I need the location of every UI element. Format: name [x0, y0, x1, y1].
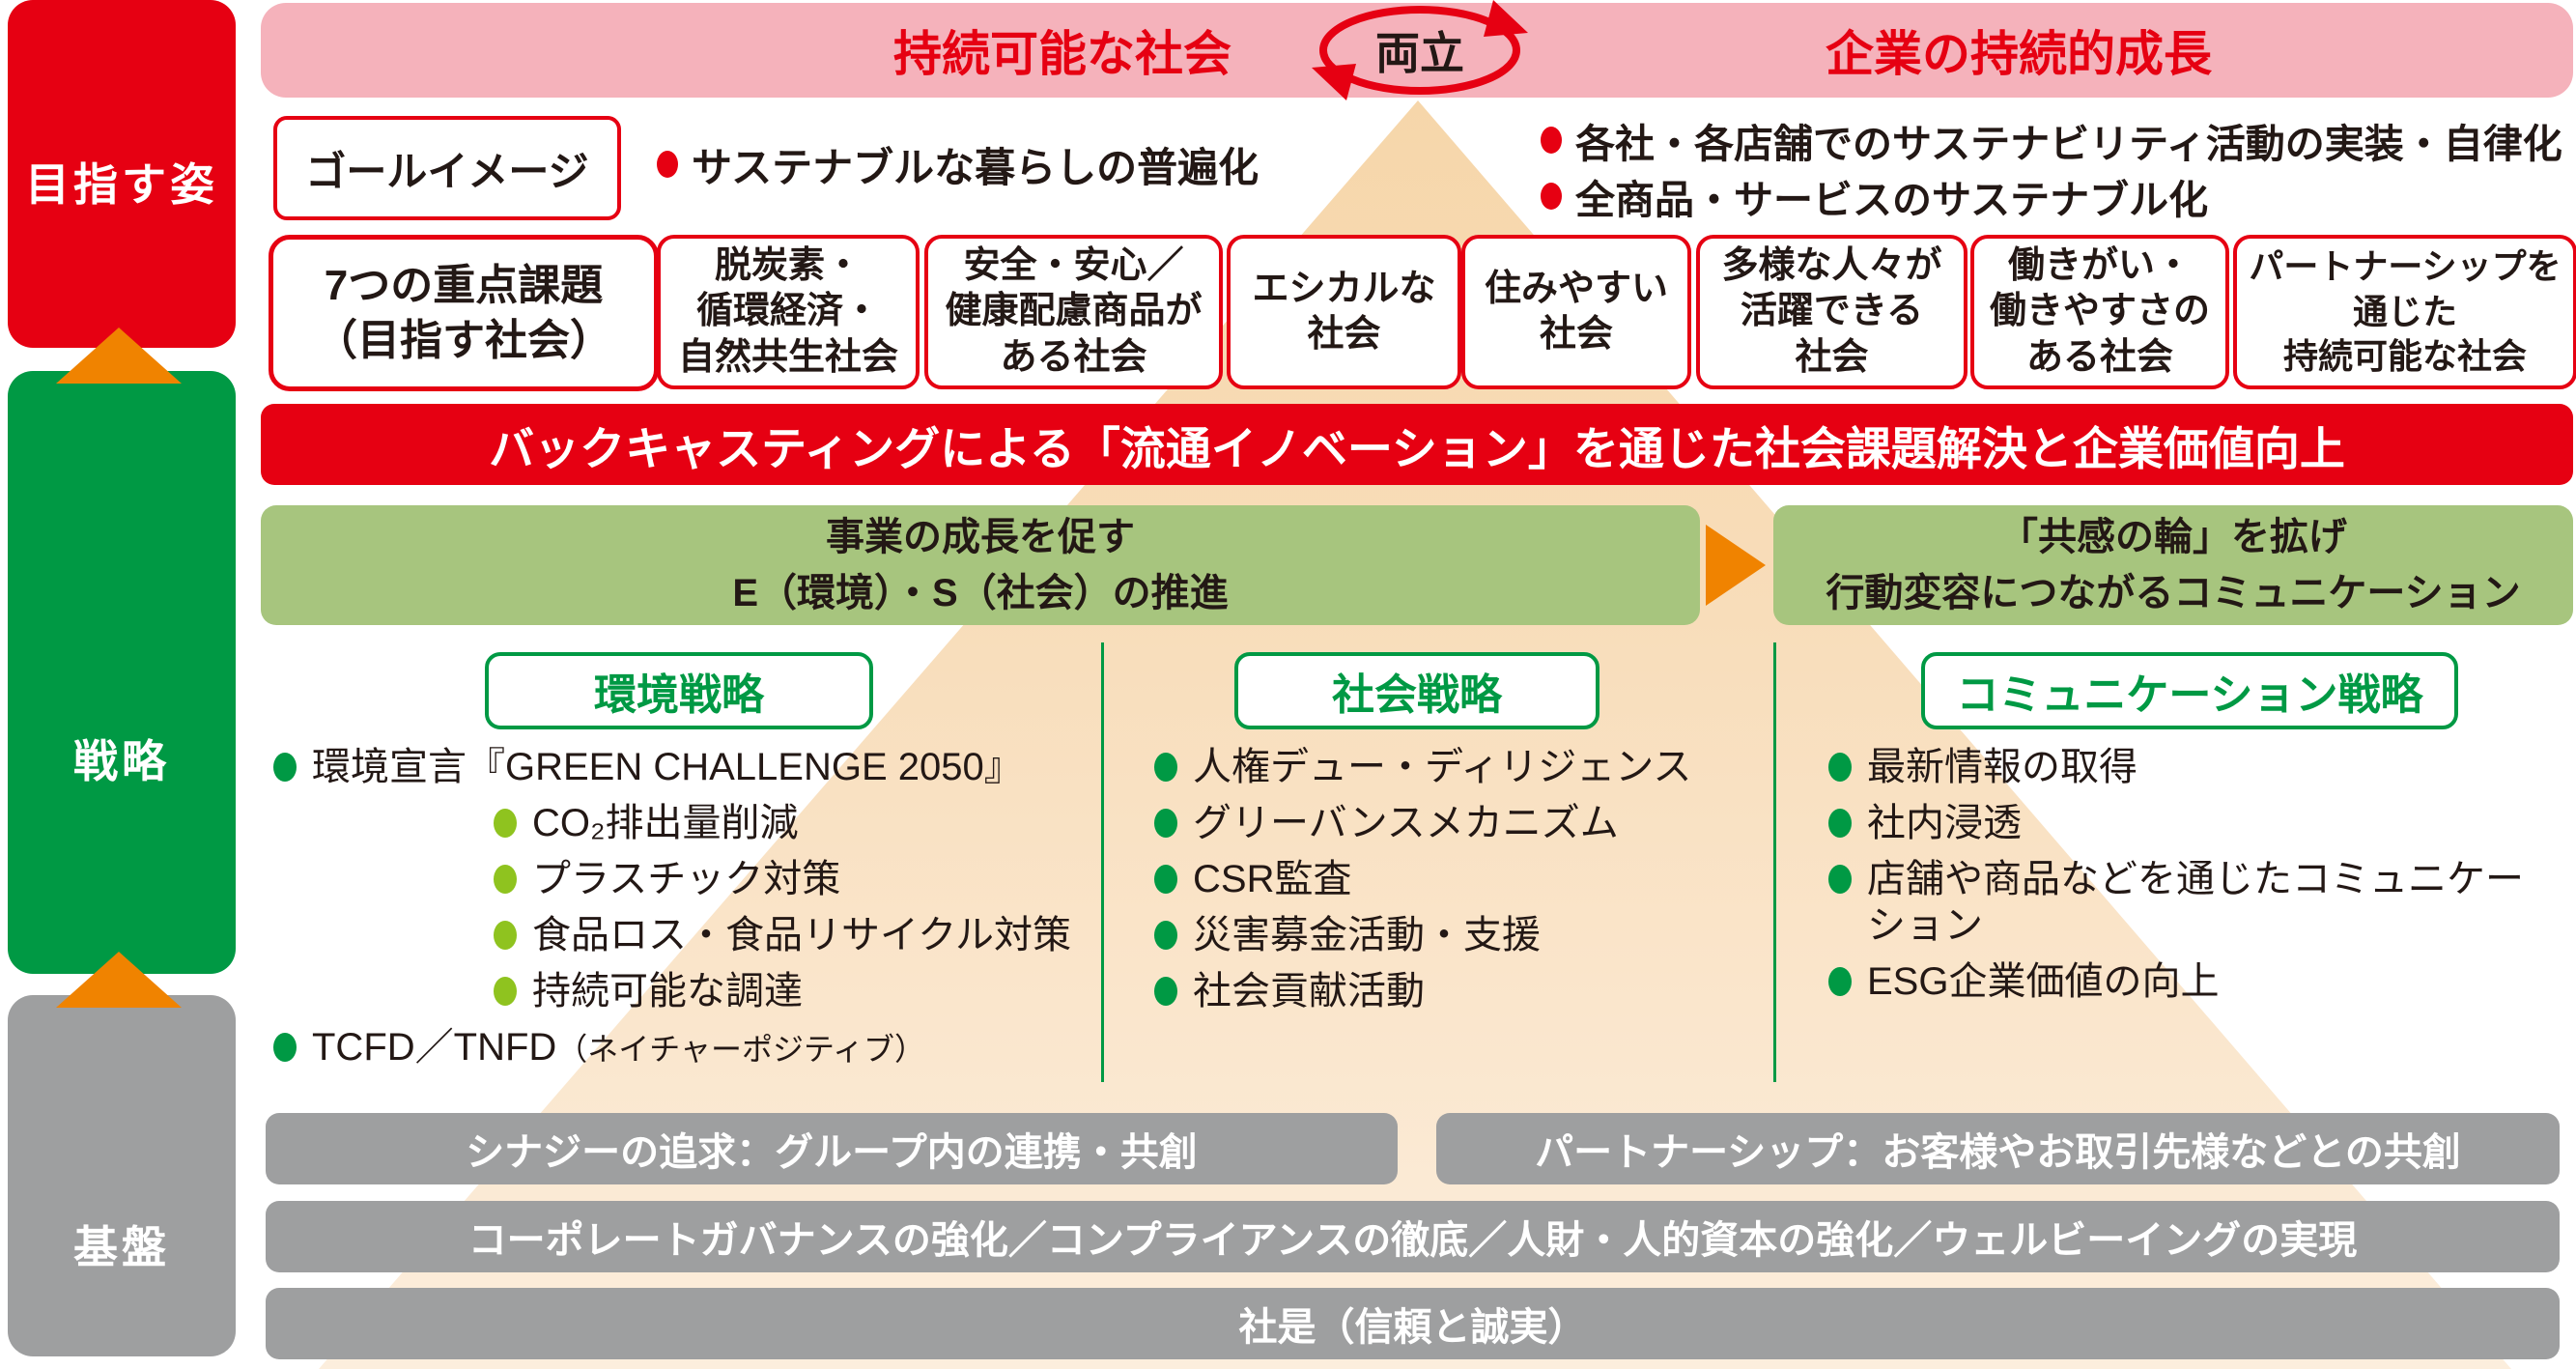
- bullet-icon: [494, 809, 517, 838]
- list-item-text: 持続可能な調達: [532, 970, 803, 1012]
- list-item: CO₂排出量削減: [494, 800, 1114, 846]
- sidebar-strategy-label: 戦略: [73, 736, 170, 786]
- sidebar-strategy-block: 戦略: [8, 371, 236, 974]
- list-item: 店舗や商品などを通じたコミュニケーション: [1828, 856, 2561, 949]
- list-item: CSR監査: [1154, 856, 1772, 902]
- bullet-icon: [657, 151, 678, 178]
- topic-box: 働きがい・ 働きやすさの ある社会: [1970, 235, 2229, 389]
- list-item-text: 社会貢献活動: [1193, 970, 1425, 1012]
- list-item: 社内浸透: [1828, 800, 2561, 846]
- environment-strategy-list: 環境宣言『GREEN CHALLENGE 2050』 CO₂排出量削減 プラスチ…: [273, 744, 1114, 1082]
- bullet-icon: [1828, 865, 1852, 894]
- topic-box: エシカルな 社会: [1227, 235, 1461, 389]
- bullet-icon: [1828, 753, 1852, 782]
- social-strategy-label: 社会戦略: [1234, 652, 1599, 729]
- list-item: グリーバンスメカニズム: [1154, 800, 1772, 846]
- goal-right-bullet-text: 各社・各店舗でのサステナビリティ活動の実装・自律化: [1575, 122, 2562, 166]
- list-item-note: （ネイチャーポジティブ）: [556, 1032, 926, 1067]
- bullet-icon: [1154, 865, 1177, 894]
- topic-box: 安全・安心／ 健康配慮商品が ある社会: [924, 235, 1223, 389]
- bullet-icon: [494, 865, 517, 894]
- goal-right-bullet-row: 各社・各店舗でのサステナビリティ活動の実装・自律化: [1541, 114, 2562, 166]
- social-strategy-list: 人権デュー・ディリジェンス グリーバンスメカニズム CSR監査 災害募金活動・支…: [1154, 744, 1772, 1024]
- coexistence-label: 両立: [1375, 28, 1464, 78]
- sidebar-goal-label: 目指す姿: [25, 159, 218, 210]
- bullet-icon: [494, 921, 517, 950]
- bullet-icon: [1541, 127, 1562, 154]
- list-item: プラスチック対策: [494, 856, 1114, 902]
- cycle-arrows-icon: [1312, 0, 1528, 100]
- list-item-main: TCFD／TNFD: [312, 1026, 557, 1069]
- list-item-text: 災害募金活動・支援: [1193, 914, 1541, 956]
- list-item-text: 環境宣言『GREEN CHALLENGE 2050』: [312, 746, 1023, 788]
- topic-box: パートナーシップを 通じた 持続可能な社会: [2233, 235, 2576, 389]
- bullet-icon: [494, 977, 517, 1006]
- list-item-text: 社内浸透: [1867, 802, 2022, 844]
- sidebar-foundation-label: 基盤: [73, 1222, 170, 1272]
- sustainable-society-label: 持続可能な社会: [893, 27, 1231, 81]
- es-promotion-banner: 事業の成長を促す E（環境）・S（社会）の推進: [261, 505, 1700, 625]
- column-divider: [1773, 642, 1776, 1082]
- synergy-bar: シナジーの追求：グループ内の連携・共創: [266, 1113, 1398, 1184]
- list-item-text: 店舗や商品などを通じたコミュニケーション: [1867, 858, 2524, 947]
- communication-strategy-label: コミュニケーション戦略: [1921, 652, 2458, 729]
- sidebar-foundation-block: 基盤: [8, 995, 236, 1356]
- list-item: 持続可能な調達: [494, 968, 1114, 1014]
- list-item: 人権デュー・ディリジェンス: [1154, 744, 1772, 790]
- list-item-text: グリーバンスメカニズム: [1193, 802, 1619, 844]
- goal-right-bullet-text: 全商品・サービスのサステナブル化: [1575, 178, 2209, 222]
- bullet-icon: [1154, 921, 1177, 950]
- header-bar: 持続可能な社会 企業の持続的成長: [261, 3, 2573, 98]
- list-item-text: ESG企業価値の向上: [1867, 960, 2220, 1003]
- topic-box: 多様な人々が 活躍できる 社会: [1696, 235, 1967, 389]
- list-item-text: 人権デュー・ディリジェンス: [1193, 746, 1692, 788]
- bullet-icon: [1154, 753, 1177, 782]
- governance-bar: コーポレートガバナンスの強化／コンプライアンスの徹底／人財・人的資本の強化／ウェ…: [266, 1201, 2560, 1272]
- bullet-icon: [1541, 183, 1562, 210]
- goal-bullet-row: サステナブルな暮らしの普遍化: [657, 116, 1259, 213]
- goal-right-bullets: 各社・各店舗でのサステナビリティ活動の実装・自律化 全商品・サービスのサステナブ…: [1541, 114, 2562, 222]
- list-item-text: CSR監査: [1193, 858, 1352, 900]
- bullet-icon: [273, 1033, 297, 1062]
- topic-box: 住みやすい 社会: [1461, 235, 1691, 389]
- topic-box: 脱炭素・ 循環経済・ 自然共生社会: [657, 235, 920, 389]
- list-item: 食品ロス・食品リサイクル対策: [494, 912, 1114, 958]
- bullet-icon: [1154, 977, 1177, 1006]
- list-item-text: 最新情報の取得: [1867, 746, 2137, 788]
- list-item: 社会貢献活動: [1154, 968, 1772, 1014]
- goal-bullet-text: サステナブルな暮らしの普遍化: [692, 144, 1260, 190]
- list-item: 最新情報の取得: [1828, 744, 2561, 790]
- list-item: TCFD／TNFD（ネイチャーポジティブ）: [273, 1024, 1114, 1072]
- environment-strategy-label: 環境戦略: [485, 652, 873, 729]
- goal-image-box: ゴールイメージ: [273, 116, 621, 220]
- sidebar-goal-block: 目指す姿: [8, 0, 236, 348]
- list-item-text: TCFD／TNFD（ネイチャーポジティブ）: [312, 1024, 925, 1072]
- column-divider: [1101, 642, 1104, 1082]
- goal-right-bullet-row: 全商品・サービスのサステナブル化: [1541, 170, 2562, 222]
- backcasting-banner: バックキャスティングによる「流通イノベーション」を通じた社会課題解決と企業価値向…: [261, 404, 2573, 485]
- partnership-bar: パートナーシップ：お客様やお取引先様などとの共創: [1436, 1113, 2560, 1184]
- communication-banner: 「共感の輪」を拡げ 行動変容につながるコミュニケーション: [1773, 505, 2573, 625]
- list-item: 災害募金活動・支援: [1154, 912, 1772, 958]
- list-item-text: 食品ロス・食品リサイクル対策: [532, 914, 1071, 956]
- list-item-text: プラスチック対策: [532, 858, 841, 900]
- bullet-icon: [1828, 967, 1852, 996]
- communication-strategy-list: 最新情報の取得 社内浸透 店舗や商品などを通じたコミュニケーション ESG企業価…: [1828, 744, 2561, 1014]
- priority-title-box: 7つの重点課題 （目指す社会）: [269, 235, 659, 391]
- bullet-icon: [1154, 809, 1177, 838]
- bullet-icon: [1828, 809, 1852, 838]
- list-item-text: CO₂排出量削減: [532, 802, 799, 844]
- corporate-growth-label: 企業の持続的成長: [1826, 27, 2212, 81]
- list-item: 環境宣言『GREEN CHALLENGE 2050』: [273, 744, 1114, 790]
- motto-bar: 社是（信頼と誠実）: [266, 1288, 2560, 1359]
- list-item: ESG企業価値の向上: [1828, 958, 2561, 1005]
- bullet-icon: [273, 753, 297, 782]
